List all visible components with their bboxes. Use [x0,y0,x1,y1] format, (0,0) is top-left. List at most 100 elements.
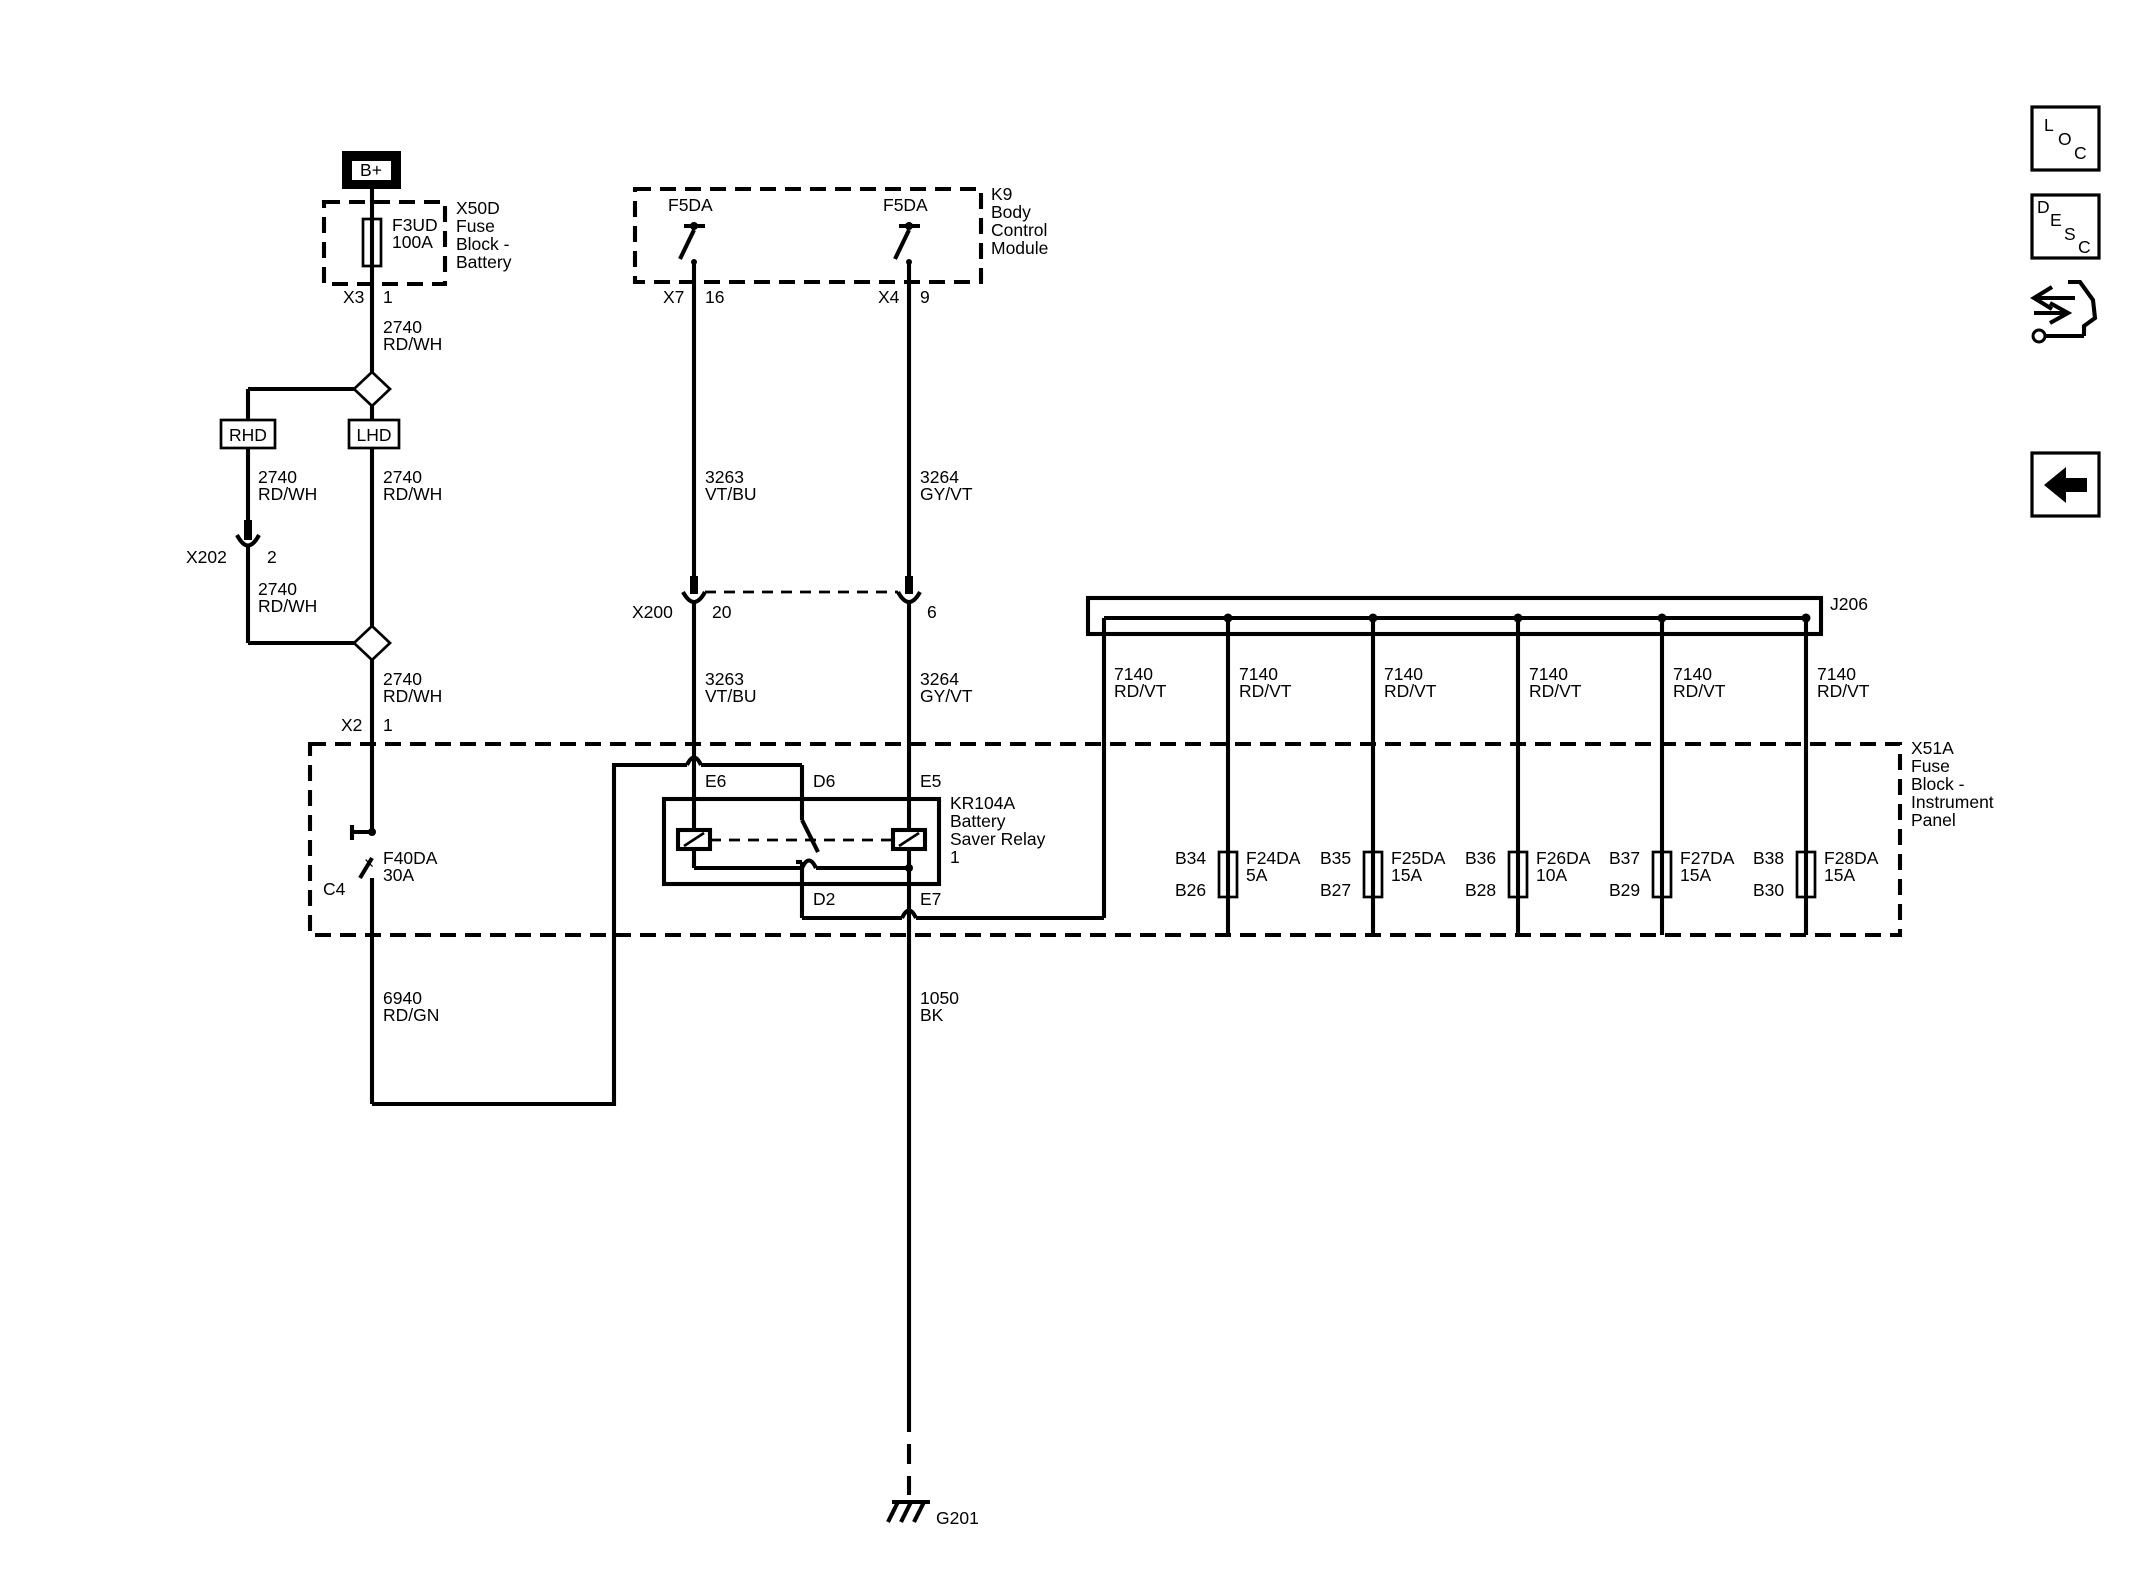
wire-7140-num-main: 7140 [1114,664,1153,684]
wire-7140-color-4: RD/VT [1673,681,1726,701]
k9-desc-2: Control [991,220,1047,240]
wire-2740-num-5: 2740 [383,669,422,689]
fuse-top-pin-4: B37 [1609,848,1640,868]
wire-2740-color-1: RD/WH [383,334,442,354]
fuse-top-pin-2: B35 [1320,848,1351,868]
x200-pin-b: 6 [927,602,937,622]
x7-pin: 16 [705,287,724,307]
x50d-desc-1: Fuse [456,216,495,236]
fuse-name-3: F26DA [1536,848,1591,868]
fuse-rating-2: 15A [1391,865,1422,885]
fuse-rating-1: 5A [1246,865,1268,885]
wire-7140-color-5: RD/VT [1817,681,1870,701]
x51a-desc-3: Instrument [1911,792,1994,812]
wire-3263-color-1: VT/BU [705,484,757,504]
relay-desc-3: 1 [950,847,960,867]
splice-upper [352,370,392,408]
wire-2740-num-2: 2740 [258,467,297,487]
k9-output-switch-2 [893,222,920,282]
x51a-desc-4: Panel [1911,810,1956,830]
j206-bus-bar [1085,595,1824,637]
battery-terminal: B+ [342,151,401,189]
f3ud-label: F3UD [392,215,438,235]
x3-pin: 1 [383,287,393,307]
x202-female-pin [235,533,261,548]
wire-7140-num-3: 7140 [1529,664,1568,684]
desc-letter-e: E [2050,210,2062,230]
wire-6940-num: 6940 [383,988,422,1008]
desc-letter-s: S [2064,224,2076,244]
ground-icon [886,1499,930,1523]
battery-label: B+ [360,160,382,180]
wire-7140-color-main: RD/VT [1114,681,1167,701]
fuse-name-1: F24DA [1246,848,1301,868]
connector-wrench-icon[interactable] [2030,279,2098,344]
lhd-label: LHD [356,425,391,445]
wire-3264-color-2: GY/VT [920,686,973,706]
fuse-bottom-pin-3: B28 [1465,880,1496,900]
fuse-name-4: F27DA [1680,848,1735,868]
fuse-rating-4: 15A [1680,865,1711,885]
x50d-desc-2: Block - [456,234,510,254]
f40da-label: F40DA [383,848,438,868]
x7-connector: X7 [663,287,684,307]
x202-male-pin [244,520,252,540]
x50d-fuse-block [321,199,448,287]
wire-6940 [372,762,687,1107]
relay-desc-1: Battery [950,811,1006,831]
wire-2740-color-5: RD/WH [383,686,442,706]
relay-e7: E7 [920,889,941,909]
desc-letter-d: D [2037,197,2050,217]
relay-desc-2: Saver Relay [950,829,1046,849]
k9-output-switch-1 [678,222,705,282]
loc-letter-o: O [2058,129,2072,149]
desc-button[interactable]: D E S C [2030,193,2101,260]
x51a-desc-2: Block - [1911,774,1965,794]
relay-name: KR104A [950,793,1016,813]
k9-name: K9 [991,184,1012,204]
k9-desc-3: Module [991,238,1048,258]
wire-7140-color-2: RD/VT [1384,681,1437,701]
wire-6940-color: RD/GN [383,1005,439,1025]
back-button[interactable] [2030,451,2101,518]
fuse-bottom-pin-2: B27 [1320,880,1351,900]
k9-bcm-box [632,186,984,285]
ground-label: G201 [936,1508,979,1528]
wire-2740-num-4: 2740 [383,467,422,487]
f40da-rating: 30A [383,865,414,885]
wire-3263-num-1: 3263 [705,467,744,487]
wire-2740-num-1: 2740 [383,317,422,337]
wire-3264-color-1: GY/VT [920,484,973,504]
x200-male-pin-a [690,576,698,594]
x2-connector: X2 [341,715,362,735]
x4-pin: 9 [920,287,930,307]
k9-out1-label: F5DA [668,195,713,215]
wire-2740-color-3: RD/WH [258,596,317,616]
relay-d6: D6 [813,771,835,791]
wire-3263-color-2: VT/BU [705,686,757,706]
wire-3264-num-1: 3264 [920,467,959,487]
wire-3264-num-2: 3264 [920,669,959,689]
x200-male-pin-b [905,576,913,594]
x200-pin-a: 20 [712,602,732,622]
wire-2740-num-3: 2740 [258,579,297,599]
x2-pin: 1 [383,715,393,735]
x51a-name: X51A [1911,738,1954,758]
wire-7140-num-5: 7140 [1817,664,1856,684]
wire-2740-color-2: RD/WH [258,484,317,504]
x200-female-pin-b [896,590,922,604]
k9-desc-1: Body [991,202,1031,222]
k9-out2-label: F5DA [883,195,928,215]
wire-7140-num-4: 7140 [1673,664,1712,684]
relay-e6: E6 [705,771,726,791]
loc-button[interactable]: L O C [2030,105,2101,172]
fuse-name-5: F28DA [1824,848,1879,868]
splice-lower [352,624,392,662]
x202-pin: 2 [267,547,277,567]
wire-7140-color-1: RD/VT [1239,681,1292,701]
back-arrow-icon [2044,467,2087,503]
x51a-desc-1: Fuse [1911,756,1950,776]
wire-3263-num-2: 3263 [705,669,744,689]
fuse-top-pin-1: B34 [1175,848,1206,868]
x200-female-pin-a [681,590,707,604]
